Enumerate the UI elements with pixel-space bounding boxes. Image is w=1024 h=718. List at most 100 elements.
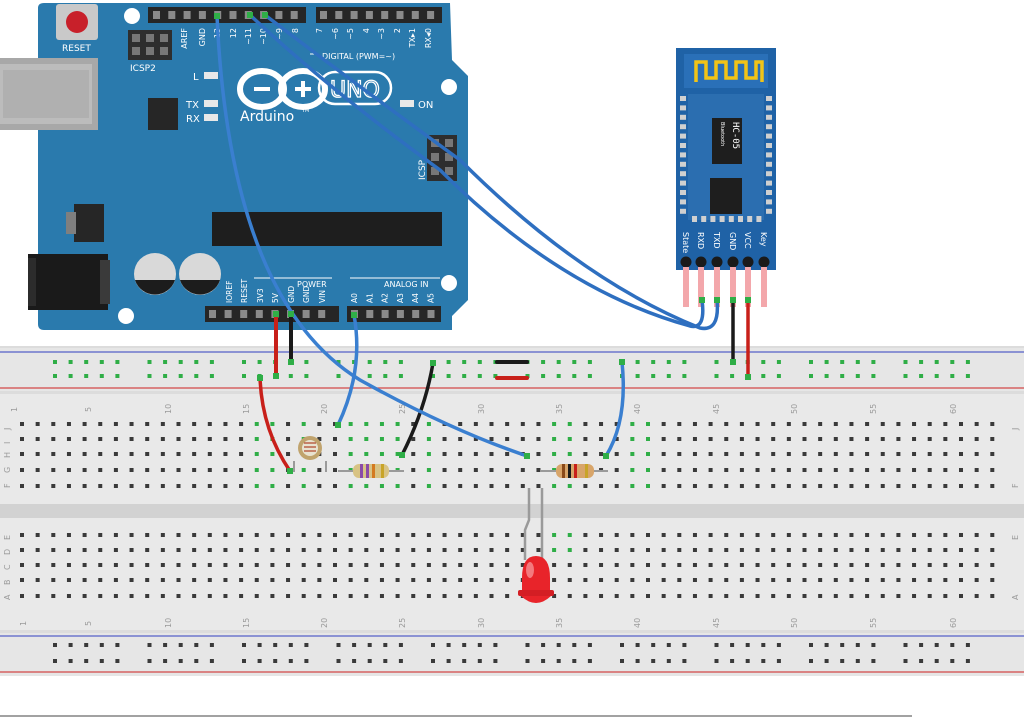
rail-hole bbox=[525, 659, 530, 663]
breadboard-hole bbox=[66, 452, 71, 456]
breadboard-hole bbox=[614, 484, 619, 488]
col-num-10: 10 bbox=[164, 404, 173, 414]
breadboard-hole bbox=[786, 452, 791, 456]
breadboard-hole bbox=[865, 563, 870, 567]
breadboard-hole bbox=[708, 563, 713, 567]
breadboard-hole bbox=[207, 533, 212, 537]
breadboard-hole bbox=[286, 422, 291, 426]
breadboard-hole bbox=[927, 533, 932, 537]
rail-hole bbox=[493, 374, 498, 378]
breadboard-hole bbox=[223, 594, 228, 598]
rail-hole bbox=[919, 374, 924, 378]
breadboard-hole bbox=[160, 452, 165, 456]
breadboard-hole bbox=[880, 563, 885, 567]
breadboard-hole bbox=[786, 548, 791, 552]
breadboard-hole bbox=[286, 578, 291, 582]
rail-hole bbox=[163, 643, 168, 647]
breadboard-hole bbox=[35, 437, 40, 441]
breadboard-hole bbox=[849, 484, 854, 488]
col-num-15: 15 bbox=[242, 404, 251, 414]
breadboard-hole bbox=[724, 452, 729, 456]
breadboard-hole bbox=[473, 468, 478, 472]
wire-a0-blue bbox=[336, 313, 359, 427]
breadboard-hole bbox=[223, 548, 228, 552]
breadboard-hole bbox=[583, 437, 588, 441]
breadboard-hole bbox=[912, 578, 917, 582]
breadboard-hole bbox=[223, 452, 228, 456]
wire-endpoint bbox=[714, 297, 720, 303]
digital-pin-label: ~10 bbox=[259, 28, 268, 45]
breadboard-hole bbox=[160, 548, 165, 552]
breadboard-hole bbox=[646, 533, 650, 537]
rail-hole bbox=[431, 659, 435, 663]
breadboard-hole bbox=[849, 563, 854, 567]
rail-hole bbox=[242, 659, 246, 663]
breadboard-hole bbox=[646, 422, 650, 426]
wire-endpoint bbox=[603, 453, 609, 459]
breadboard-hole bbox=[646, 452, 650, 456]
rail-hole bbox=[541, 374, 546, 378]
breadboard-hole bbox=[755, 563, 760, 567]
breadboard-hole bbox=[473, 578, 478, 582]
analog-pin-label: A2 bbox=[381, 293, 390, 303]
bt-pin-lead bbox=[698, 267, 704, 307]
bt-pin-label: GND bbox=[728, 232, 737, 250]
breadboard-hole bbox=[520, 422, 525, 426]
breadboard-hole bbox=[708, 437, 713, 441]
rail-hole bbox=[682, 374, 687, 378]
breadboard-hole bbox=[974, 548, 979, 552]
rail-hole bbox=[99, 360, 104, 364]
breadboard-hole bbox=[739, 437, 744, 441]
breadboard-hole bbox=[411, 594, 416, 598]
breadboard-hole bbox=[802, 452, 807, 456]
breadboard-hole bbox=[223, 533, 228, 537]
breadboard-hole bbox=[552, 533, 557, 537]
breadboard-hole bbox=[473, 563, 478, 567]
rail-hole bbox=[776, 360, 781, 364]
breadboard-hole bbox=[630, 594, 635, 598]
breadboard-hole bbox=[395, 533, 400, 537]
breadboard-hole bbox=[536, 548, 541, 552]
breadboard-hole bbox=[176, 484, 181, 488]
col-num-50-b: 50 bbox=[790, 618, 799, 628]
breadboard-hole bbox=[286, 484, 291, 488]
breadboard-hole bbox=[536, 452, 541, 456]
breadboard-hole bbox=[614, 578, 619, 582]
breadboard-hole bbox=[708, 452, 713, 456]
rail-hole bbox=[525, 374, 530, 378]
wire-gnd-to-resistor-black bbox=[400, 361, 435, 457]
breadboard-hole bbox=[254, 548, 259, 552]
col-num-45: 45 bbox=[712, 404, 721, 414]
breadboard-hole bbox=[833, 563, 838, 567]
breadboard-hole bbox=[724, 594, 729, 598]
rail-jumper-red bbox=[495, 376, 529, 380]
breadboard-hole bbox=[113, 452, 118, 456]
wire-endpoint bbox=[351, 312, 357, 318]
breadboard-hole bbox=[333, 533, 337, 537]
analog-pin-label: A5 bbox=[427, 293, 436, 303]
bt-pin-label: VCC bbox=[743, 232, 752, 249]
rail-hole bbox=[367, 360, 372, 364]
resistor-2 bbox=[540, 464, 608, 478]
header-pin bbox=[396, 11, 404, 19]
breadboard-hole bbox=[82, 533, 87, 537]
breadboard-hole bbox=[567, 548, 572, 552]
breadboard-hole bbox=[301, 422, 306, 426]
breadboard-hole bbox=[912, 437, 917, 441]
breadboard-hole bbox=[536, 468, 541, 472]
breadboard-hole bbox=[661, 533, 666, 537]
bt-pad bbox=[680, 208, 686, 214]
breadboard-hole bbox=[426, 563, 431, 567]
wire-endpoint bbox=[335, 422, 341, 428]
breadboard-hole bbox=[943, 468, 948, 472]
breadboard-hole bbox=[990, 484, 995, 488]
led-rx bbox=[204, 114, 218, 121]
rail-hole bbox=[745, 643, 750, 647]
power-pin-label: VIN bbox=[318, 290, 327, 303]
breadboard-hole bbox=[520, 563, 525, 567]
reset-button[interactable] bbox=[56, 4, 98, 40]
breadboard-hole bbox=[301, 533, 306, 537]
breadboard-hole bbox=[959, 578, 963, 582]
wire-endpoint bbox=[288, 359, 294, 365]
